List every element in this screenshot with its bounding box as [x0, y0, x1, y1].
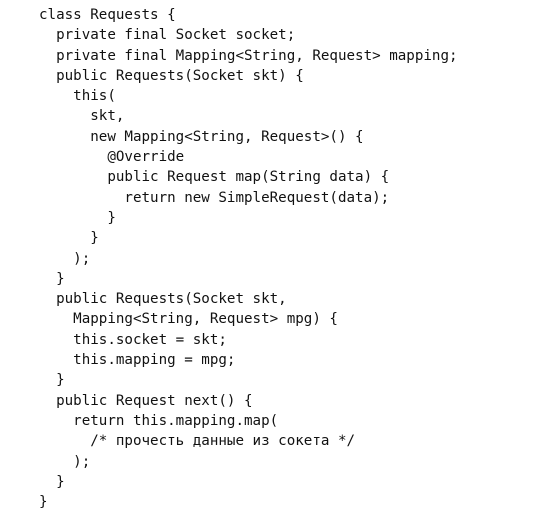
code-line-this-call: this( — [39, 88, 116, 105]
code-line-constructor-two: public Requests(Socket skt, — [39, 291, 287, 308]
code-line-close-next: } — [39, 473, 65, 490]
code-line-map-method: public Request map(String data) { — [39, 169, 390, 186]
code-line-class-declaration: class Requests { — [39, 7, 176, 23]
code-listing: class Requests { private final Socket so… — [39, 5, 529, 512]
code-line-return-map: return this.mapping.map( — [39, 412, 279, 429]
code-line-comment: /* прочесть данные из сокета */ — [39, 433, 356, 450]
code-line-skt-arg: skt, — [39, 108, 125, 125]
code-line-assign-socket: this.socket = skt; — [39, 331, 227, 348]
code-line-close-map-call: ); — [39, 453, 91, 470]
code-line-override: @Override — [39, 149, 185, 166]
code-line-close-class: } — [39, 494, 48, 511]
code-line-constructor-one: public Requests(Socket skt) { — [39, 67, 304, 84]
code-line-new-mapping: new Mapping<String, Request>() { — [39, 128, 364, 145]
code-line-close-constructor-one: } — [39, 270, 65, 287]
code-line-close-map: } — [39, 209, 116, 226]
code-line-constructor-two-param: Mapping<String, Request> mpg) { — [39, 311, 338, 328]
code-line-close-anonymous: } — [39, 230, 99, 247]
code-line-close-constructor-two: } — [39, 372, 65, 389]
code-line-return-simple-request: return new SimpleRequest(data); — [39, 189, 390, 206]
code-line-assign-mapping: this.mapping = mpg; — [39, 352, 236, 369]
code-line-mapping-field: private final Mapping<String, Request> m… — [39, 47, 458, 64]
code-line-next-method: public Request next() { — [39, 392, 253, 409]
code-line-close-this-call: ); — [39, 250, 91, 267]
code-line-socket-field: private final Socket socket; — [39, 27, 296, 44]
